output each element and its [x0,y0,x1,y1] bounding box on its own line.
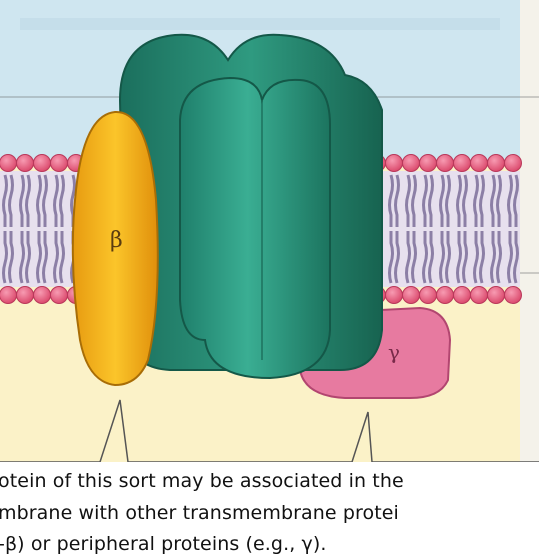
lipid-head [488,155,505,172]
lipid-head [386,287,403,304]
caption-line: mbrane with other transmembrane protei [0,502,399,524]
lipid-head [420,287,437,304]
background-text-ghost [20,18,500,30]
lipid-head [505,155,522,172]
caption-line: otein of this sort may be associated in … [0,470,404,492]
lipid-head [505,287,522,304]
lipid-head [0,287,17,304]
lipid-head [420,155,437,172]
lipid-head [17,155,34,172]
lipid-head [0,155,17,172]
lipid-head [437,287,454,304]
lipid-head [403,287,420,304]
lipid-head [471,287,488,304]
beta-label: β [110,228,123,253]
lipid-head [488,287,505,304]
lipid-head [454,155,471,172]
lipid-head [34,155,51,172]
lipid-head [386,155,403,172]
lipid-head [17,287,34,304]
lipid-head [34,287,51,304]
lipid-head [437,155,454,172]
lipid-head [454,287,471,304]
caption-line: -β) or peripheral proteins (e.g., γ). [0,533,327,555]
lipid-head [51,287,68,304]
figure-caption: otein of this sort may be associated in … [0,462,539,557]
channel-front-subunit [180,78,330,378]
gamma-label: γ [388,340,400,364]
lipid-head [403,155,420,172]
page-margin [520,0,539,462]
lipid-head [51,155,68,172]
lipid-head [471,155,488,172]
